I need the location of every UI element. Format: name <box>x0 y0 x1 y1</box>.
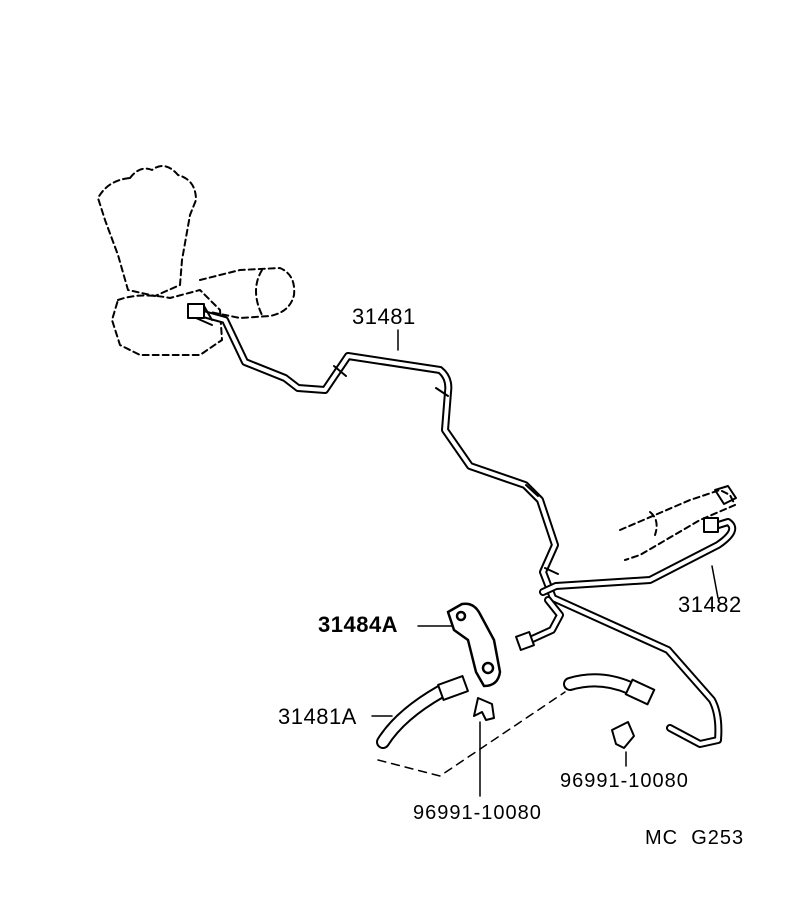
label-pipe-31481: 31481 <box>352 304 416 329</box>
hose-right <box>563 673 656 706</box>
master-cylinder-outline <box>97 165 296 356</box>
release-cylinder-fitting <box>714 485 737 505</box>
label-bracket-31484A: 31484A <box>318 612 399 637</box>
label-pipe-31482: 31482 <box>678 592 742 617</box>
clip-right <box>611 721 635 749</box>
bracket-31484A <box>446 602 502 688</box>
label-clip-left: 96991-10080 <box>413 802 542 824</box>
diagram-code: MC G253 <box>645 827 745 849</box>
pipe-31482 <box>539 517 737 596</box>
pipe-branch <box>515 596 564 651</box>
label-clip-right: 96991-10080 <box>560 770 689 792</box>
pipe-31481 <box>187 303 723 748</box>
label-hose-31481A: 31481A <box>278 704 357 729</box>
clip-left <box>473 697 495 721</box>
assembly-dashed-line <box>377 691 566 777</box>
hose-31481A <box>376 675 469 749</box>
leader-lines <box>371 329 719 797</box>
